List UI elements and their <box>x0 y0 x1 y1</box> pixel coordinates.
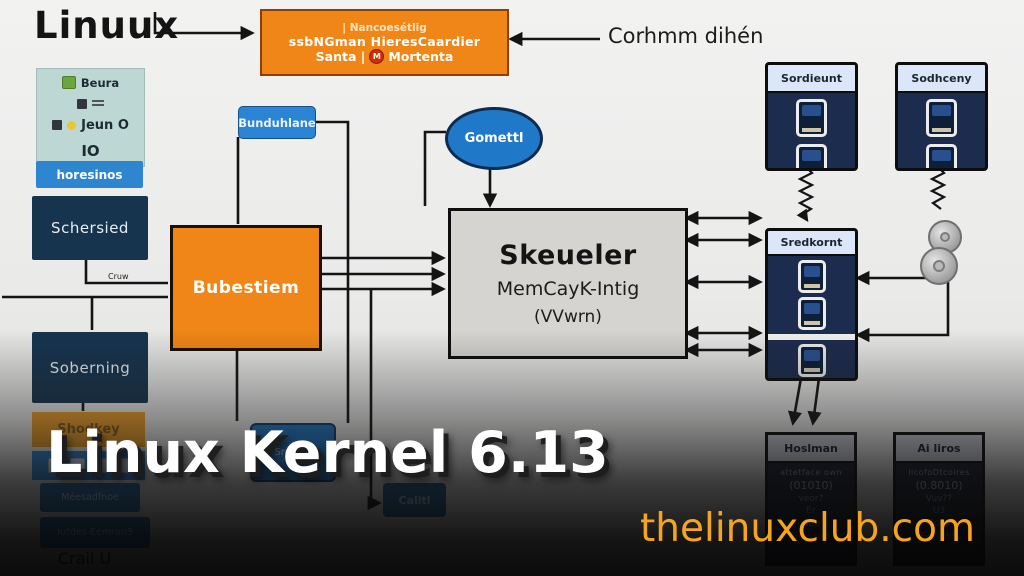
gomettl-ellipse: Gomettl <box>445 107 543 170</box>
server-icon <box>796 144 827 168</box>
sordieunt-body <box>768 93 855 168</box>
meesadfnoe-box: Méesadfnoe <box>40 483 140 512</box>
green-chip-icon <box>61 76 76 89</box>
banner-side-label: Corhmm dihén <box>608 24 764 48</box>
core-note: (VVwrn) <box>534 307 602 327</box>
server-icon <box>797 297 826 330</box>
wire-down-1 <box>787 377 803 426</box>
sredkornt-body-top <box>768 256 855 334</box>
bubestiem-box: Bubestiem <box>170 225 322 351</box>
crail-caption: Crail U <box>58 549 112 568</box>
ai-liros-line: licofoDtcoires <box>908 468 970 477</box>
m-badge-icon: M <box>369 48 385 64</box>
wire-down-2 <box>807 377 822 426</box>
top-banner: | Nancoesétlig ssbNGman HieresCaardier S… <box>260 9 509 76</box>
bunduhlane-box: Bunduhlane <box>238 106 316 139</box>
soberning-box: Soberning <box>32 332 148 403</box>
server-icon <box>926 144 957 168</box>
hoslman-line: (01010) <box>789 479 833 492</box>
ai-liros-header: Ai liros <box>896 435 982 463</box>
sordieunt-header: Sordieunt <box>768 65 855 93</box>
banner-line3-left: Santa | <box>315 48 366 64</box>
wire-schersied <box>84 260 168 285</box>
core-subtitle: MemCayK-Intig <box>496 278 640 300</box>
dark-chip-icon <box>77 98 87 109</box>
sodhceny-node: Sodhceny <box>895 62 988 171</box>
server-icon <box>926 99 957 137</box>
legend-blue-bar: horesinos <box>36 161 143 188</box>
sredkornt-node: Sredkornt <box>765 228 858 381</box>
server-icon <box>797 260 826 293</box>
calitl-box: Calitl <box>383 483 446 517</box>
sodhceny-body <box>898 93 985 168</box>
legend-row-icons <box>37 98 144 109</box>
gear-icon <box>920 247 958 285</box>
core-title: Skeueler <box>499 240 637 271</box>
ai-liros-line: (0.8010) <box>915 479 963 492</box>
squiggle-right <box>929 166 947 210</box>
page-title: Linux Kernel 6.13 <box>46 420 609 486</box>
legend-row-1: Beura <box>37 76 144 90</box>
legend-row1-label: Beura <box>80 75 120 90</box>
ai-liros-line: Vuv?? <box>925 494 953 504</box>
banner-line2: ssbNGman HieresCaardier <box>288 33 481 49</box>
banner-line1: | Nancoesétlig <box>342 21 427 34</box>
hoslman-header: Hoslman <box>768 435 854 463</box>
left-legend-panel: Beura Jeun O IO <box>36 68 145 167</box>
linux-logo: Linuux <box>34 4 180 47</box>
wire-bundle-right <box>313 120 350 423</box>
hoslman-line: attetface own <box>780 468 842 477</box>
sredkornt-body-bottom <box>768 340 855 378</box>
sordieunt-node: Sordieunt <box>765 62 858 171</box>
banner-line3-right: Mortenta <box>388 48 454 64</box>
list-glyph-icon <box>92 99 104 108</box>
legend-row-2: Jeun O <box>37 118 144 133</box>
yellow-dot-icon <box>67 120 77 130</box>
schersied-box: Schersied <box>32 196 148 260</box>
server-icon <box>797 344 826 377</box>
wire-ellipse-left <box>423 130 446 206</box>
iutdes-box: Iutdes Eemran3 <box>40 517 150 548</box>
wire-logo-banner <box>153 12 255 41</box>
legend-row2-label: Jeun O <box>81 117 129 133</box>
legend-row3-label: IO <box>81 141 100 160</box>
sredkornt-header: Sredkornt <box>768 231 855 256</box>
hoslman-line: veor? <box>798 494 824 504</box>
banner-line3: Santa | M Mortenta <box>315 48 454 64</box>
squiggle-left <box>796 166 815 223</box>
skeueler-core-box: Skeueler MemCayK-Intig (VVwrn) <box>448 208 688 359</box>
website-url: thelinuxclub.com <box>640 506 975 551</box>
dark-chip-icon <box>52 120 63 130</box>
wire-label: Cruw <box>108 272 129 281</box>
server-icon <box>796 99 827 137</box>
legend-row-3: IO <box>37 142 144 160</box>
sodhceny-header: Sodhceny <box>898 65 985 93</box>
